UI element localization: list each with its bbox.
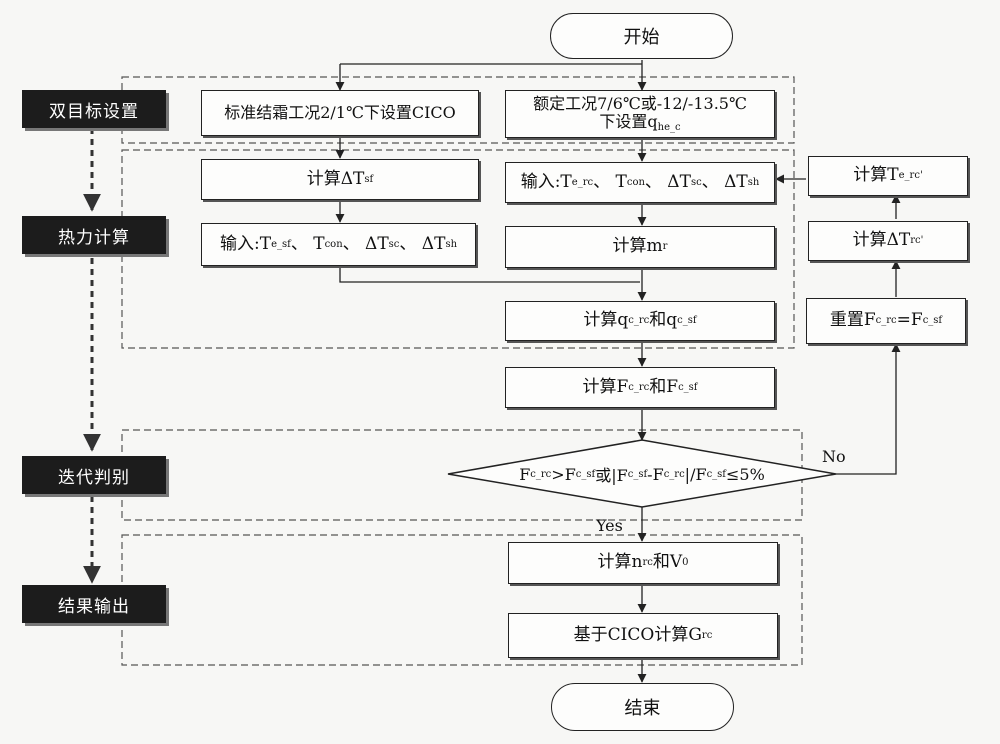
input-left-part: 、 ΔT: [342, 233, 389, 254]
calc-terc-text: 计算T: [853, 165, 899, 186]
calc-q-part: 和q: [649, 310, 678, 331]
calc-terc-sub: e_rc': [898, 170, 923, 182]
decision-part: F: [519, 464, 531, 484]
input-right-part: e_rc: [571, 176, 594, 188]
decision-part: c_sf: [706, 468, 726, 480]
calc-dtrc-sub: rc': [910, 235, 924, 247]
setting-rated-condition-sub: he_c: [657, 121, 681, 133]
input-left-part: 、 ΔT: [399, 233, 446, 254]
stage-result-output: 结果输出: [22, 585, 166, 623]
input-right-part: 、 T: [593, 171, 627, 192]
reset-f-part: c_sf: [922, 315, 943, 327]
input-right-part: sh: [747, 176, 760, 188]
reset-f-part: =F: [896, 310, 923, 331]
input-left-text: 输入:T: [219, 233, 272, 254]
setting-rated-condition-box: 额定工况7/6℃或-12/-13.5℃ 下设置qhe_c: [505, 90, 775, 138]
decision-part: c_sf: [627, 468, 648, 480]
calc-q-text: 计算q: [583, 310, 629, 331]
no-label: No: [822, 447, 846, 466]
decision-part: ≤5%: [726, 464, 765, 484]
calc-mr-sub: r: [662, 241, 668, 253]
reset-f-text: 重置F: [829, 310, 876, 331]
calc-n-v-part: rc: [642, 557, 653, 569]
setting-frost-condition-text: 标准结霜工况2/1℃下设置CICO: [224, 102, 456, 122]
input-left-part: e_sf: [271, 238, 291, 250]
input-right-part: 、 ΔT: [644, 171, 691, 192]
input-right-part: con: [626, 176, 645, 188]
decision-part: c_sf: [575, 468, 596, 480]
calc-dtsf-text: 计算ΔT: [306, 168, 365, 189]
input-right-part: 、 ΔT: [701, 171, 748, 192]
start-terminal: 开始: [550, 13, 733, 59]
stage-iteration: 迭代判别: [22, 456, 166, 494]
calc-f-part: c_sf: [678, 381, 698, 393]
setting-frost-condition-box: 标准结霜工况2/1℃下设置CICO: [201, 90, 479, 136]
input-left-part: sc: [388, 238, 400, 250]
input-left-part: 、 T: [290, 233, 325, 254]
yes-label: Yes: [596, 516, 623, 535]
setting-rated-condition-line2: 下设置q: [599, 111, 658, 131]
input-left-part: sh: [445, 238, 458, 250]
calc-q-part: c_rc: [628, 315, 650, 327]
calc-f-part: 和F: [649, 376, 679, 397]
setting-rated-condition-line1: 额定工况7/6℃或-12/-13.5℃: [533, 93, 747, 113]
input-left-part: con: [324, 238, 343, 250]
calc-n-v-text: 计算n: [597, 552, 643, 573]
calc-f-part: c_rc: [628, 381, 650, 393]
reset-f-part: c_rc: [875, 315, 897, 327]
decision-part: >F: [551, 464, 576, 484]
calc-dtsf-sub: sf: [364, 173, 374, 185]
calc-g-sub: rc: [701, 629, 713, 641]
stage-dual-target: 双目标设置: [22, 90, 166, 128]
decision-part: -F: [647, 464, 664, 484]
decision-part: c_rc: [663, 468, 685, 480]
calc-n-v-part: 0: [682, 557, 689, 569]
calc-q-part: c_sf: [677, 315, 697, 327]
calc-n-v-part: 和V: [652, 552, 683, 573]
calc-g-text: 基于CICO计算G: [573, 624, 702, 645]
end-terminal: 结束: [551, 683, 734, 731]
input-right-part: sc: [690, 176, 702, 188]
calc-dtrc-text: 计算ΔT: [852, 230, 911, 251]
stage-thermal-calc: 热力计算: [22, 216, 166, 254]
decision-part: |/F: [684, 464, 707, 484]
calc-f-text: 计算F: [582, 376, 629, 397]
input-right-text: 输入:T: [520, 171, 572, 192]
calc-mr-text: 计算m: [612, 236, 663, 257]
decision-part: c_rc: [530, 468, 552, 480]
decision-part: 或|F: [595, 466, 628, 485]
